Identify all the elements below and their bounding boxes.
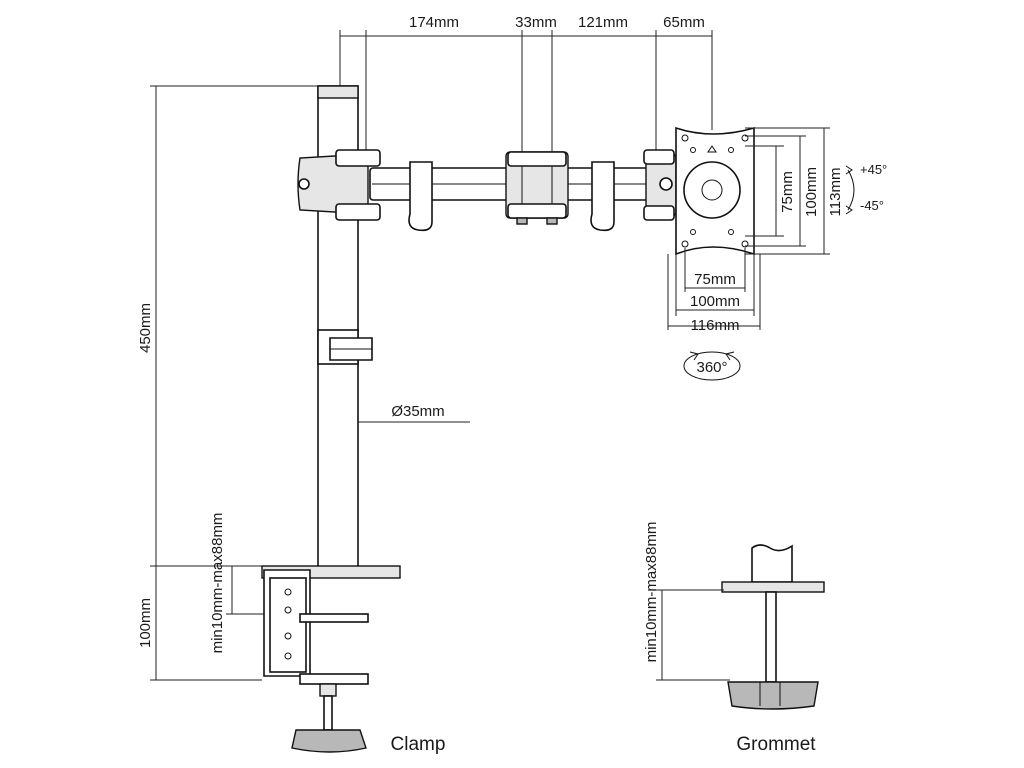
cable-hook-2 [590, 161, 615, 232]
dim-clamp-range: min10mm-max88mm [209, 513, 226, 654]
middle-joint [505, 151, 569, 225]
grommet-caption: Grommet [736, 734, 816, 755]
head-joint [643, 149, 677, 221]
dim-head-offset: 65mm [663, 14, 705, 31]
dim-pole-diameter: Ø35mm [391, 403, 444, 420]
pole-head-block [297, 149, 381, 221]
swivel-label: 360° [696, 359, 727, 376]
dim-vesa-inner-width: 75mm [694, 271, 736, 288]
clamp-caption: Clamp [391, 734, 446, 755]
vesa-height-dimensions [745, 127, 830, 255]
clamp-range-dimension [226, 565, 268, 615]
tilt-up-label: +45° [860, 162, 887, 177]
dim-vesa-outer-width: 100mm [690, 293, 740, 310]
dim-grommet-range: min10mm-max88mm [643, 522, 660, 663]
dim-plate-height: 113mm [827, 168, 844, 217]
top-dimension-lines [339, 30, 713, 152]
dim-arm-segment-2: 121mm [578, 14, 628, 31]
tilt-arrow-icon [845, 165, 855, 215]
swivel-rotation-icon [683, 351, 741, 381]
dim-arm-segment-1: 174mm [409, 14, 459, 31]
dim-vesa-inner-height: 75mm [779, 171, 796, 213]
tilt-down-label: -45° [860, 198, 884, 213]
dim-joint-width: 33mm [515, 14, 557, 31]
cable-clip [317, 329, 373, 365]
vesa-plate [675, 126, 755, 256]
grommet-range-dimension [656, 589, 730, 681]
cable-hook-1 [408, 161, 433, 232]
clamp-assembly [261, 565, 401, 753]
vesa-width-dimensions [667, 248, 761, 330]
dim-vesa-outer-height: 100mm [803, 167, 820, 217]
dim-plate-width: 116mm [691, 317, 740, 334]
dim-clamp-height: 100mm [137, 598, 154, 648]
grommet-assembly [721, 544, 825, 710]
dim-pole-height: 450mm [137, 303, 154, 353]
arm-segment-1 [369, 167, 523, 201]
